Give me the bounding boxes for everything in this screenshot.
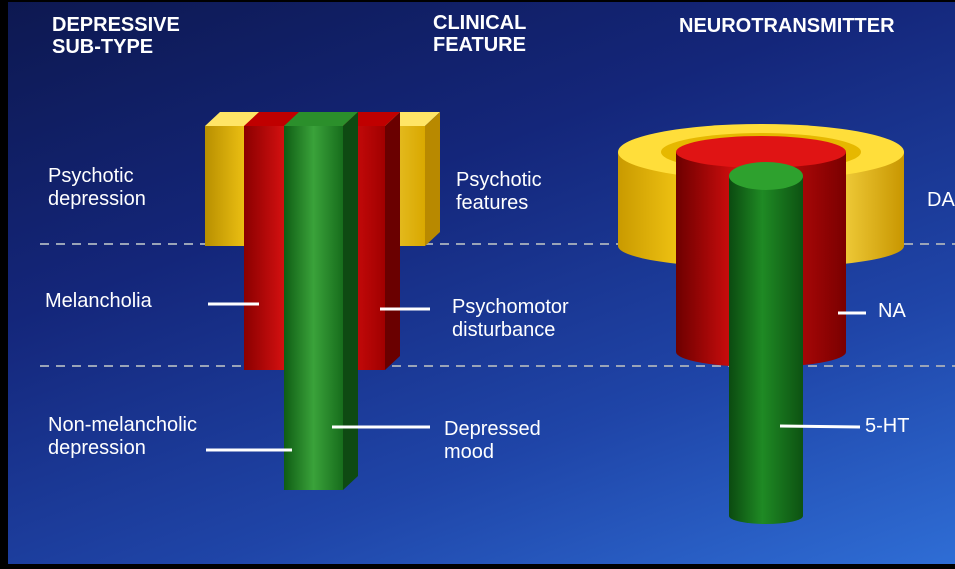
label-psychotic-depression: Psychotic depression (48, 165, 146, 211)
label-non-melancholic-depression: Non-melancholic depression (48, 414, 197, 460)
block-diagram (205, 112, 440, 490)
header-clinical: CLINICAL FEATURE (433, 12, 526, 56)
label-psychomotor-disturbance: Psychomotor disturbance (452, 296, 569, 342)
label-depressed-mood: Depressed mood (444, 418, 541, 464)
leader-5ht (780, 426, 860, 427)
cylinder-diagram (618, 124, 904, 524)
label-na: NA (878, 300, 906, 323)
header-subtype-line2: SUB-TYPE (52, 36, 180, 58)
label-psychotic-features: Psychotic features (456, 169, 542, 215)
label-5ht: 5-HT (865, 415, 909, 438)
header-neurotransmitter: NEUROTRANSMITTER (679, 15, 895, 37)
header-clinical-line2: FEATURE (433, 34, 526, 56)
header-subtype: DEPRESSIVE SUB-TYPE (52, 14, 180, 58)
label-da: DA (927, 189, 955, 212)
label-melancholia: Melancholia (45, 290, 152, 313)
header-subtype-line1: DEPRESSIVE (52, 14, 180, 36)
header-clinical-line1: CLINICAL (433, 12, 526, 34)
